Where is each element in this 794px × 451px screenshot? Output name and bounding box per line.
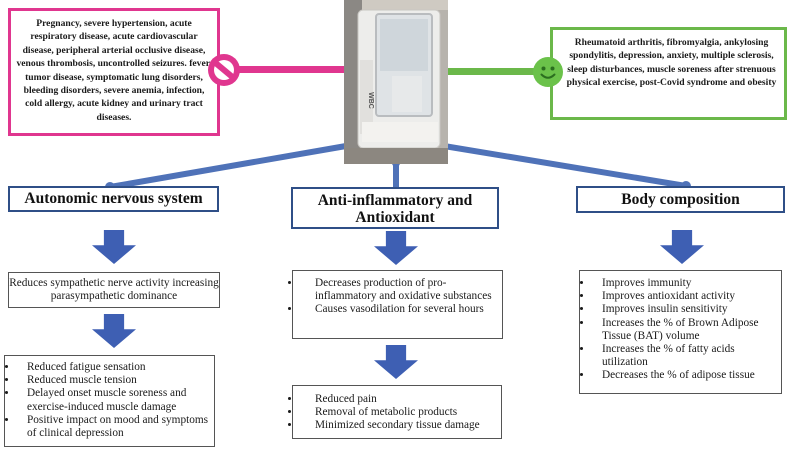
body-composition-heading: Body composition xyxy=(576,186,785,213)
contraindication-link-bar xyxy=(220,66,345,73)
list-item: Removal of metabolic products xyxy=(301,406,501,419)
body-composition-effects-box: Improves immunity Improves antioxidant a… xyxy=(579,270,782,394)
antiinflammatory-mechanisms-box: Decreases production of pro-inflammatory… xyxy=(292,270,503,339)
autonomic-heading-text: Autonomic nervous system xyxy=(24,190,203,207)
list-item: Improves insulin sensitivity xyxy=(593,303,781,316)
list-item: Positive impact on mood and symptoms of … xyxy=(18,414,214,440)
list-item: Causes vasodilation for several hours xyxy=(301,303,502,316)
list-item: Decreases production of pro-inflammatory… xyxy=(301,277,502,303)
body-composition-heading-text: Body composition xyxy=(621,191,740,208)
list-item: Decreases the % of adipose tissue xyxy=(593,369,781,382)
smiley-icon xyxy=(533,57,563,87)
autonomic-summary-box: Reduces sympathetic nerve activity incre… xyxy=(8,272,220,308)
indication-link-bar xyxy=(448,68,550,75)
contraindications-text: Pregnancy, severe hypertension, acute re… xyxy=(16,18,212,123)
antiinflammatory-heading: Anti-inflammatory and Antioxidant xyxy=(291,187,499,229)
indications-text: Rheumatoid arthritis, fibromyalgia, anky… xyxy=(566,37,777,89)
autonomic-summary-text: Reduces sympathetic nerve activity incre… xyxy=(9,277,219,303)
indications-box: Rheumatoid arthritis, fibromyalgia, anky… xyxy=(550,27,787,120)
list-item: Increases the % of fatty acids utilizati… xyxy=(593,343,781,369)
chamber-label: WBC xyxy=(366,92,374,109)
list-item: Reduced fatigue sensation xyxy=(18,361,214,374)
connector-right xyxy=(443,143,687,189)
list-item: Improves immunity xyxy=(593,277,781,290)
autonomic-effects-box: Reduced fatigue sensation Reduced muscle… xyxy=(4,355,215,447)
contraindications-box: Pregnancy, severe hypertension, acute re… xyxy=(8,8,220,136)
cryo-chamber-photo: WBC xyxy=(344,0,448,164)
antiinflammatory-effects-box: Reduced pain Removal of metabolic produc… xyxy=(292,385,502,439)
list-item: Increases the % of Brown Adipose Tissue … xyxy=(593,317,781,343)
list-item: Minimized secondary tissue damage xyxy=(301,419,501,432)
list-item: Improves antioxidant activity xyxy=(593,290,781,303)
connector-left xyxy=(109,143,347,190)
list-item: Reduced pain xyxy=(301,393,501,406)
autonomic-heading: Autonomic nervous system xyxy=(8,186,219,212)
no-entry-icon xyxy=(208,54,240,86)
list-item: Reduced muscle tension xyxy=(18,374,214,387)
list-item: Delayed onset muscle soreness and exerci… xyxy=(18,387,214,413)
antiinflammatory-heading-text: Anti-inflammatory and Antioxidant xyxy=(317,192,473,226)
